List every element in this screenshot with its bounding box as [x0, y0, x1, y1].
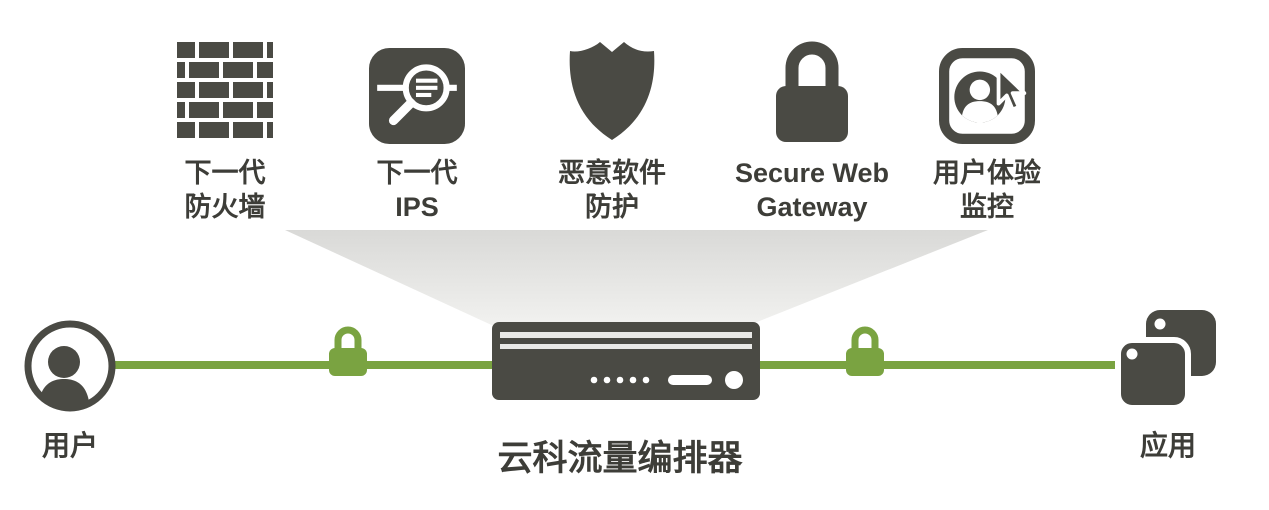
user-experience-monitor-icon	[887, 26, 1087, 144]
user-label: 用户	[41, 430, 98, 461]
service-label: 用户体验 监控	[933, 158, 1041, 222]
service-label: 下一代 防火墙	[184, 158, 266, 222]
orchestrator-label: 云科流量编排器	[497, 439, 743, 478]
applications-icon	[1110, 308, 1226, 420]
service-next-gen-firewall: 下一代 防火墙	[125, 26, 325, 224]
encryption-lock-icon-left	[325, 324, 371, 380]
funnel-shape	[285, 230, 988, 328]
service-label: 下一代 IPS	[376, 158, 458, 222]
firewall-brick-wall-icon	[125, 26, 325, 144]
service-malware-protection: 恶意软件 防护	[512, 26, 712, 224]
encryption-lock-icon-right	[842, 324, 888, 380]
service-user-experience-monitoring: 用户体验 监控	[887, 26, 1087, 224]
ips-magnifier-icon	[317, 26, 517, 144]
apps-label: 应用	[1139, 430, 1196, 461]
user-icon	[22, 318, 118, 414]
orchestrator-appliance-icon	[492, 322, 760, 404]
service-secure-web-gateway: Secure Web Gateway	[712, 26, 912, 224]
malware-shield-icon	[512, 26, 712, 144]
secure-web-gateway-lock-icon	[712, 26, 912, 144]
service-label: Secure Web Gateway	[734, 158, 890, 222]
service-label: 恶意软件 防护	[558, 158, 666, 222]
service-next-gen-ips: 下一代 IPS	[317, 26, 517, 224]
